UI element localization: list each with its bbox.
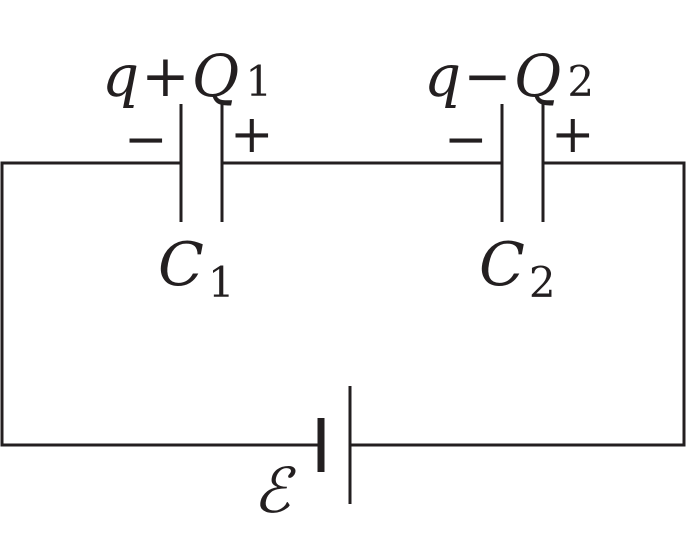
capacitor-c1-label-symbol: C <box>158 230 204 300</box>
capacitor-c1-label-sub: 1 <box>208 258 235 307</box>
capacitor-c2-charge-symbol: Q <box>514 42 562 110</box>
battery-emf-label: ℰ <box>253 454 296 527</box>
wire-left-top <box>0 161 321 447</box>
capacitor-c1-minus-sign: − <box>124 110 168 170</box>
capacitor-c1-charge-var: q <box>102 42 139 110</box>
capacitor-c2-charge-op: − <box>463 42 512 110</box>
battery: ℰ <box>253 386 352 527</box>
capacitor-c2-minus-sign: − <box>444 110 488 170</box>
wire-right-top <box>350 161 686 447</box>
capacitor-c1-charge-op: + <box>141 42 190 110</box>
capacitor-c1-charge-sub: 1 <box>245 57 272 106</box>
capacitor-c1-charge-symbol: Q <box>192 42 240 110</box>
capacitor-c2-charge-var: q <box>424 42 461 110</box>
capacitor-c2-label-symbol: C <box>479 230 525 300</box>
capacitor-c2-label: C2 <box>479 230 556 307</box>
capacitor-c2-charge-sub: 2 <box>567 57 594 106</box>
capacitor-c2-label-sub: 2 <box>529 258 556 307</box>
capacitor-c1-plus-sign: + <box>230 105 274 165</box>
capacitor-c2-plus-sign: + <box>551 105 595 165</box>
circuit-wires <box>0 161 686 447</box>
capacitor-c1-label: C1 <box>158 230 235 307</box>
